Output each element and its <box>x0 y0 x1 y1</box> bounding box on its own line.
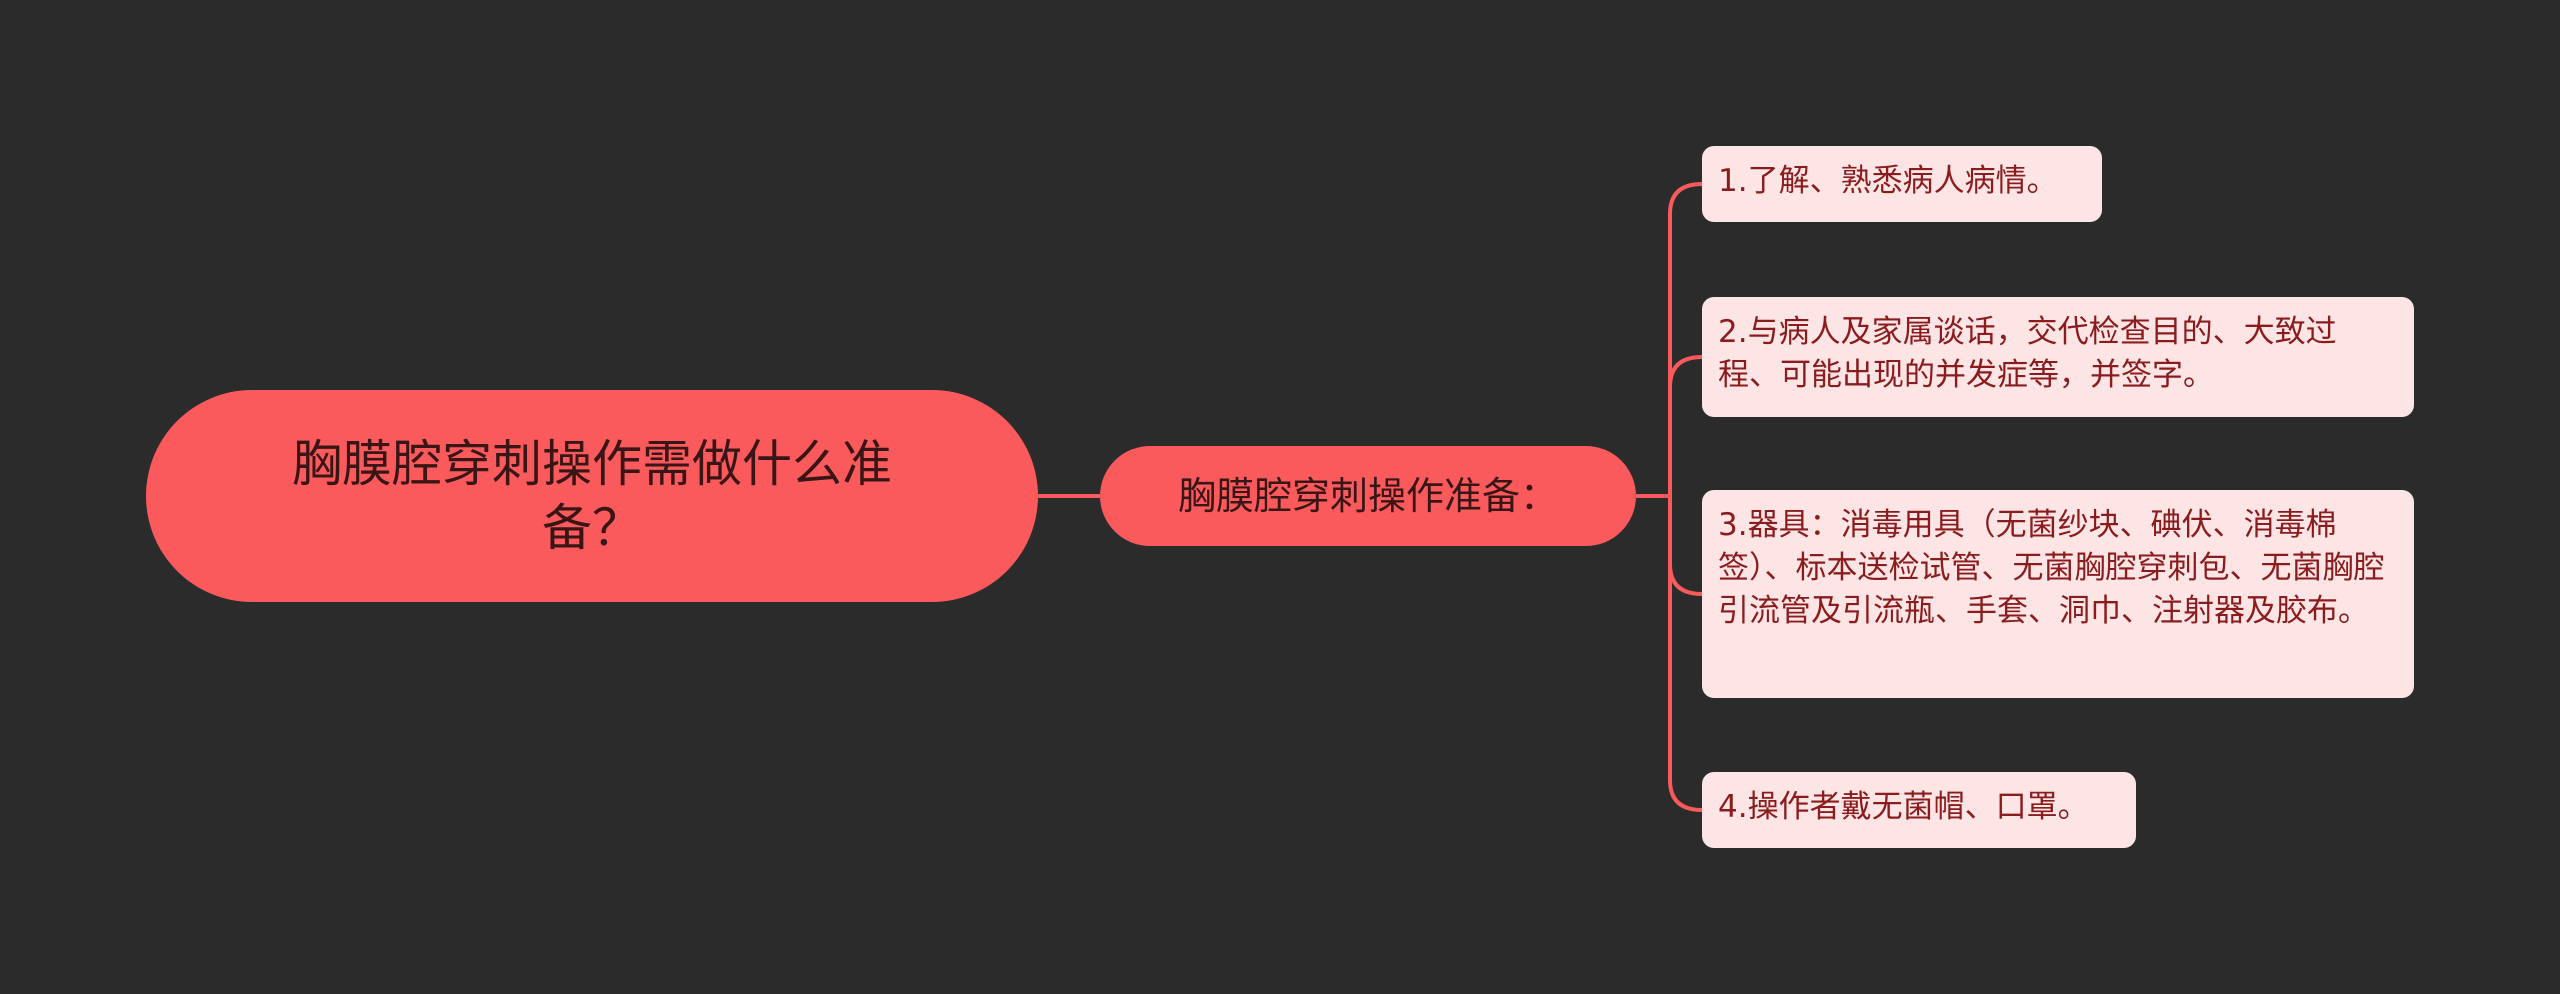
branch-topic-text: 胸膜腔穿刺操作准备： <box>1177 474 1558 518</box>
leaf-node-3-text: 3.器具：消毒用具（无菌纱块、碘伏、消毒棉签）、标本送检试管、无菌胸腔穿刺包、无… <box>1718 507 2385 629</box>
leaf-3-connector <box>1668 496 1703 596</box>
leaf-node-3[interactable]: 3.器具：消毒用具（无菌纱块、碘伏、消毒棉签）、标本送检试管、无菌胸腔穿刺包、无… <box>1702 490 2414 698</box>
leaf-4-connector <box>1668 496 1703 812</box>
leaf-node-1[interactable]: 1.了解、熟悉病人病情。 <box>1702 146 2102 222</box>
leaf-node-2-text: 2.与病人及家属谈话，交代检查目的、大致过程、可能出现的并发症等，并签字。 <box>1718 314 2337 393</box>
leaf-node-2[interactable]: 2.与病人及家属谈话，交代检查目的、大致过程、可能出现的并发症等，并签字。 <box>1702 297 2414 417</box>
leaf-node-1-text: 1.了解、熟悉病人病情。 <box>1718 163 2058 199</box>
leaf-1-connector <box>1668 182 1703 496</box>
leaf-2-connector <box>1668 355 1703 496</box>
branch-topic-node[interactable]: 胸膜腔穿刺操作准备： <box>1100 446 1636 546</box>
root-topic-node[interactable]: 胸膜腔穿刺操作需做什么准备？ <box>146 390 1038 602</box>
leaf-node-4-text: 4.操作者戴无菌帽、口罩。 <box>1718 789 2089 825</box>
leaf-node-4[interactable]: 4.操作者戴无菌帽、口罩。 <box>1702 772 2136 848</box>
root-topic-text: 胸膜腔穿刺操作需做什么准备？ <box>292 435 892 557</box>
